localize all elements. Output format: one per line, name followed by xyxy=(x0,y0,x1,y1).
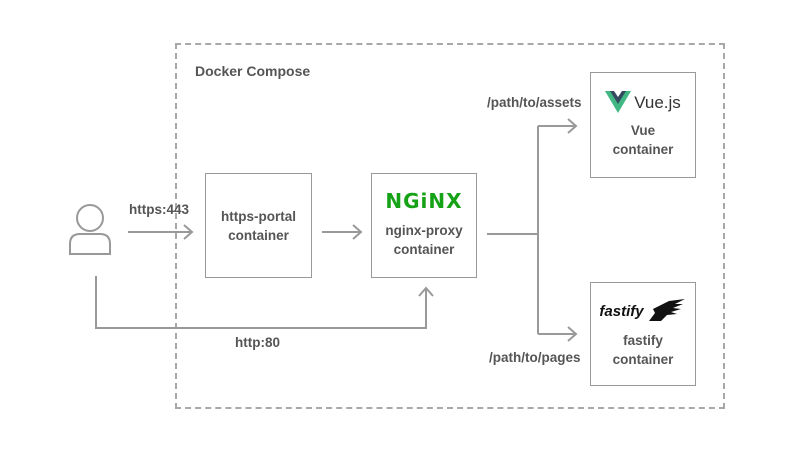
https-label: https:443 xyxy=(129,202,190,217)
portal-to-nginx-arrow xyxy=(322,224,363,240)
nginx-proxy-type: container xyxy=(393,242,455,257)
vue-node[interactable]: Vue.js Vue container xyxy=(590,72,696,178)
fastify-logo-text: fastify xyxy=(599,302,644,320)
vue-type: container xyxy=(612,142,674,157)
https-portal-name: https-portal xyxy=(221,208,296,224)
vue-name: Vue xyxy=(630,123,656,138)
fastify-type: container xyxy=(612,352,674,367)
https-portal-type: container xyxy=(228,227,289,243)
nginx-branch-arrows xyxy=(487,118,578,342)
https-arrow xyxy=(128,224,194,240)
fastify-logo: fastify xyxy=(599,299,686,323)
fastify-node[interactable]: fastify fastify container xyxy=(590,282,696,386)
docker-compose-group xyxy=(175,43,725,409)
vue-icon xyxy=(605,91,632,113)
https-portal-node[interactable]: https-portal container xyxy=(205,173,312,278)
assets-route-label: /path/to/assets xyxy=(487,95,582,110)
vue-logo: Vue.js xyxy=(605,91,681,113)
nginx-proxy-node[interactable]: NGiNX nginx-proxy container xyxy=(371,173,477,278)
http-label: http:80 xyxy=(235,335,280,350)
docker-compose-title: Docker Compose xyxy=(195,63,311,79)
nginx-proxy-name: nginx-proxy xyxy=(385,223,463,238)
fastify-icon xyxy=(648,299,685,321)
nginx-logo: NGiNX xyxy=(385,189,463,213)
http-arrow xyxy=(95,276,434,329)
pages-route-label: /path/to/pages xyxy=(489,350,581,365)
user-icon xyxy=(69,204,111,255)
vue-logo-text: Vue.js xyxy=(634,92,681,112)
fastify-name: fastify xyxy=(623,333,663,348)
